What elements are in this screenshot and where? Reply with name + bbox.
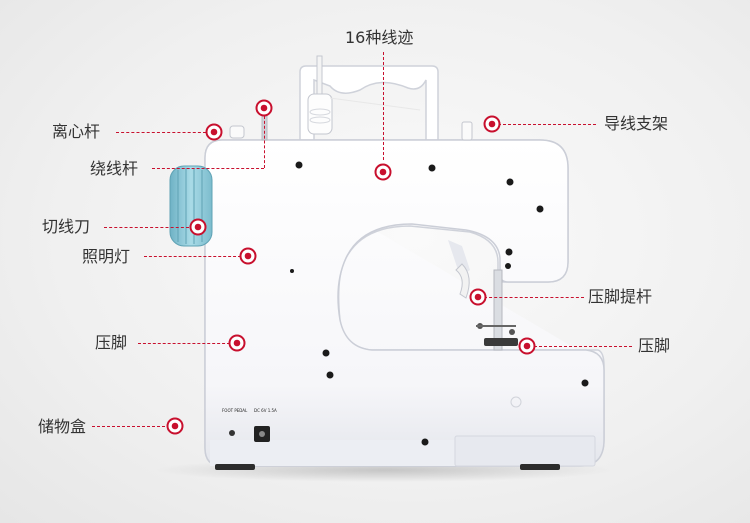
carry-handle [299, 65, 439, 151]
panel-indicator [510, 396, 522, 408]
power-spec-text: DC 6V 1.5A [254, 408, 277, 413]
label-light: 照明灯 [82, 247, 131, 266]
label-balance-wheel: 离心杆 [52, 122, 101, 141]
label-thread-guide: 导线支架 [604, 114, 669, 133]
leader-storage-box [92, 426, 170, 427]
leader-balance-wheel [116, 132, 206, 133]
presser-lifter-lever [455, 263, 470, 299]
leader-bobbin-winder [152, 168, 264, 169]
thread-spool [307, 93, 333, 135]
pedal-socket [229, 430, 235, 436]
leader-thread-cutter [104, 227, 189, 228]
target-icon [518, 337, 536, 355]
target-icon [483, 115, 501, 133]
leader-bobbin-winder-vert [264, 116, 265, 168]
label-stitches: 16种线迹 [345, 28, 414, 47]
target-icon [239, 247, 257, 265]
target-icon [374, 163, 392, 181]
leader-presser-foot-left [138, 343, 230, 344]
presser-foot [484, 338, 518, 346]
label-thread-cutter: 切线刀 [42, 217, 91, 236]
target-icon [189, 218, 207, 236]
target-icon [166, 417, 184, 435]
spool-pin [316, 55, 323, 97]
target-icon [469, 288, 487, 306]
leader-presser-foot-right [534, 346, 632, 347]
leader-presser-lifter [484, 297, 584, 298]
foot-pedal-text: FOOT PEDAL [222, 408, 248, 413]
target-icon [205, 123, 223, 141]
target-icon [255, 99, 273, 117]
label-bobbin-winder: 绕线杆 [90, 159, 139, 178]
label-storage-box: 储物盒 [38, 417, 87, 436]
thread-guide-post [461, 121, 473, 141]
bobbin-winder-knob [229, 125, 245, 139]
leader-light [144, 256, 241, 257]
needle-bar [493, 269, 503, 351]
screw-holes [290, 161, 589, 446]
leader-stitches [383, 52, 384, 160]
target-icon [228, 334, 246, 352]
label-presser-foot-left: 压脚 [95, 333, 128, 352]
foot-right [520, 464, 560, 470]
label-presser-lifter: 压脚提杆 [588, 287, 653, 306]
storage-drawer [454, 435, 596, 467]
foot-left [215, 464, 255, 470]
label-presser-foot-right: 压脚 [638, 336, 671, 355]
leader-thread-guide [498, 124, 596, 125]
